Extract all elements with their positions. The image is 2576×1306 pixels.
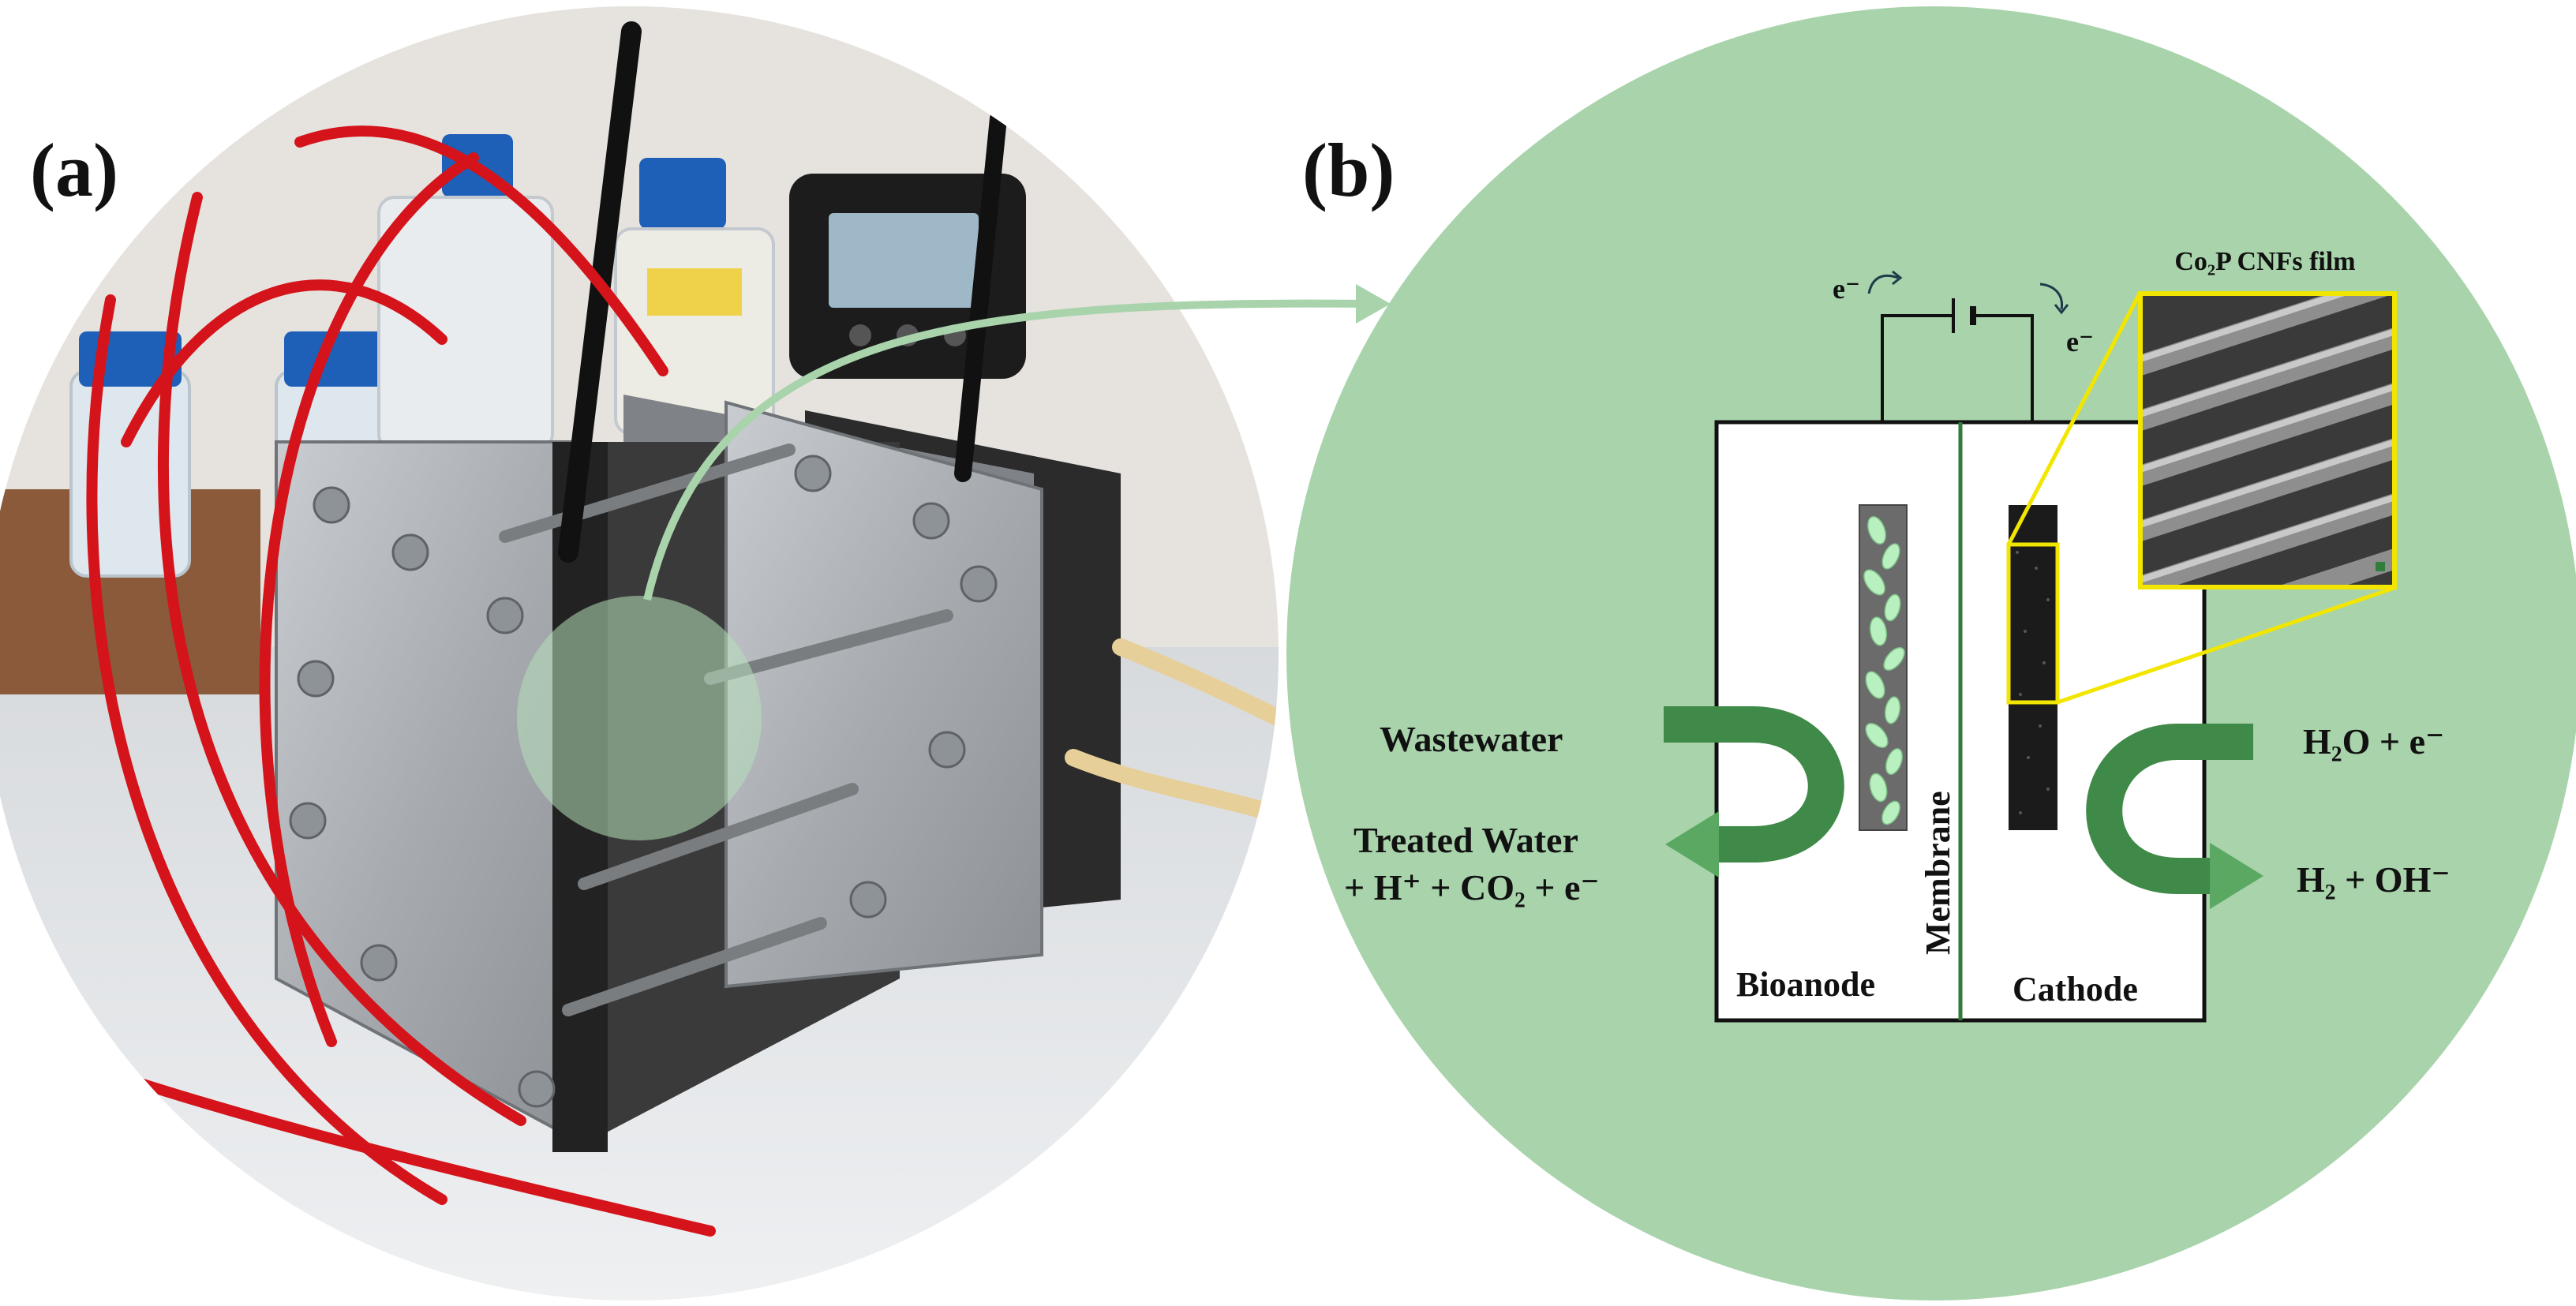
mfc-reactor-stack	[275, 21, 1121, 1152]
electron-flow-arrows	[1867, 270, 2069, 315]
sem-inset-title: Co₂P CNFs film	[2174, 247, 2355, 276]
panel-label-a: (a)	[30, 128, 118, 212]
membrane-label: Membrane	[1919, 791, 1957, 955]
highlight-circle	[517, 596, 762, 840]
electron-label-left: e⁻	[1833, 273, 1860, 305]
cathode-label: Cathode	[2012, 970, 2138, 1009]
h2o-label: H₂O + e⁻	[2303, 721, 2444, 762]
sem-image-inset	[2138, 291, 2397, 589]
lab-photo	[0, 6, 1279, 1300]
panel-label-b: (b)	[1302, 128, 1395, 212]
cathode-flow-arrow	[2086, 724, 2263, 909]
bioanode-electrode	[1859, 504, 1908, 831]
cathode-zoom-box	[2006, 542, 2060, 705]
connector-arrow	[643, 299, 1374, 601]
wastewater-label: Wastewater	[1380, 719, 1563, 759]
anode-flow-arrow	[1664, 706, 1844, 878]
electron-label-right: e⁻	[2066, 326, 2094, 357]
bacteria-cells	[1863, 515, 1905, 825]
cathode-electrode	[2006, 505, 2060, 830]
treated-water-products-label: + H⁺ + CO₂ + e⁻	[1344, 867, 1600, 907]
bioanode-label: Bioanode	[1736, 965, 1875, 1004]
treated-water-label: Treated Water	[1354, 820, 1578, 860]
h2-label: H₂ + OH⁻	[2297, 859, 2451, 900]
sem-fibers	[2140, 294, 2394, 587]
connector-arrowhead	[1356, 284, 1391, 324]
cathode-texture	[2016, 551, 2050, 814]
zoom-line-top	[2006, 290, 2143, 546]
zoom-line-bottom	[2057, 586, 2395, 705]
